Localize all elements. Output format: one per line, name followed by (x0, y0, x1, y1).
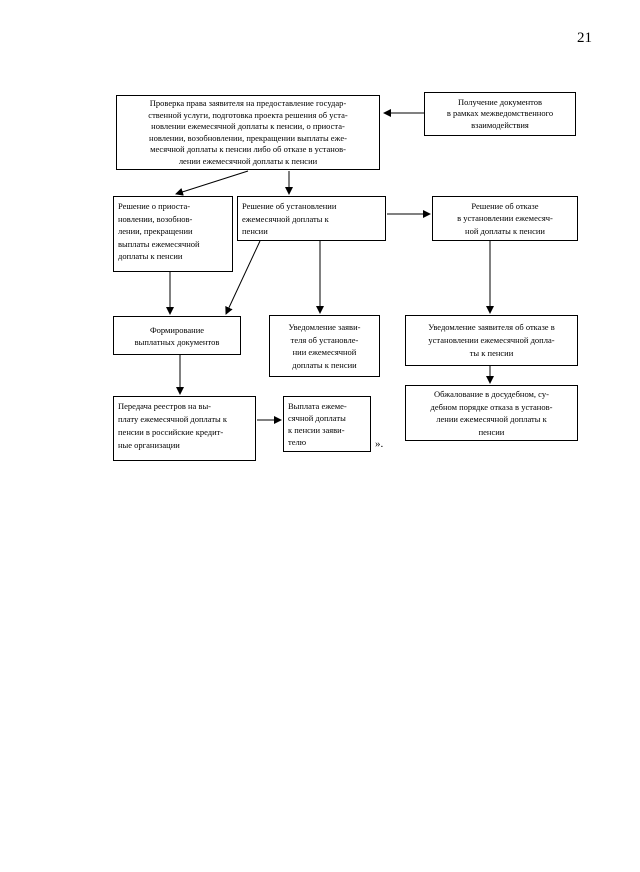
flow-box-transfer-registers: Передача реестров на вы- плату ежемесячн… (113, 396, 256, 461)
arrow-verification-to-suspend (175, 170, 249, 196)
flow-box-decision-establish: Решение об установлении ежемесячной допл… (237, 196, 386, 241)
flow-box-payment: Выплата ежеме- сячной доплаты к пенсии з… (283, 396, 371, 452)
flow-box-decision-suspend: Решение о приоста- новлении, возобнов- л… (113, 196, 233, 272)
page-number: 21 (577, 30, 592, 46)
closing-quote-mark: ». (375, 438, 384, 450)
flow-box-appeal: Обжалование в досудебном, су- дебном пор… (405, 385, 578, 441)
flow-box-notify-establish: Уведомление заяви- теля об установле- ни… (269, 315, 380, 377)
flow-box-verification: Проверка права заявителя на предоставлен… (116, 95, 380, 170)
flow-box-notify-refuse: Уведомление заявителя об отказе в устано… (405, 315, 578, 366)
flow-box-receive-documents: Получение документов в рамках межведомст… (424, 92, 576, 136)
flow-box-form-documents: Формирование выплатных документов (113, 316, 241, 355)
flow-box-decision-refuse: Решение об отказе в установлении ежемеся… (432, 196, 578, 241)
